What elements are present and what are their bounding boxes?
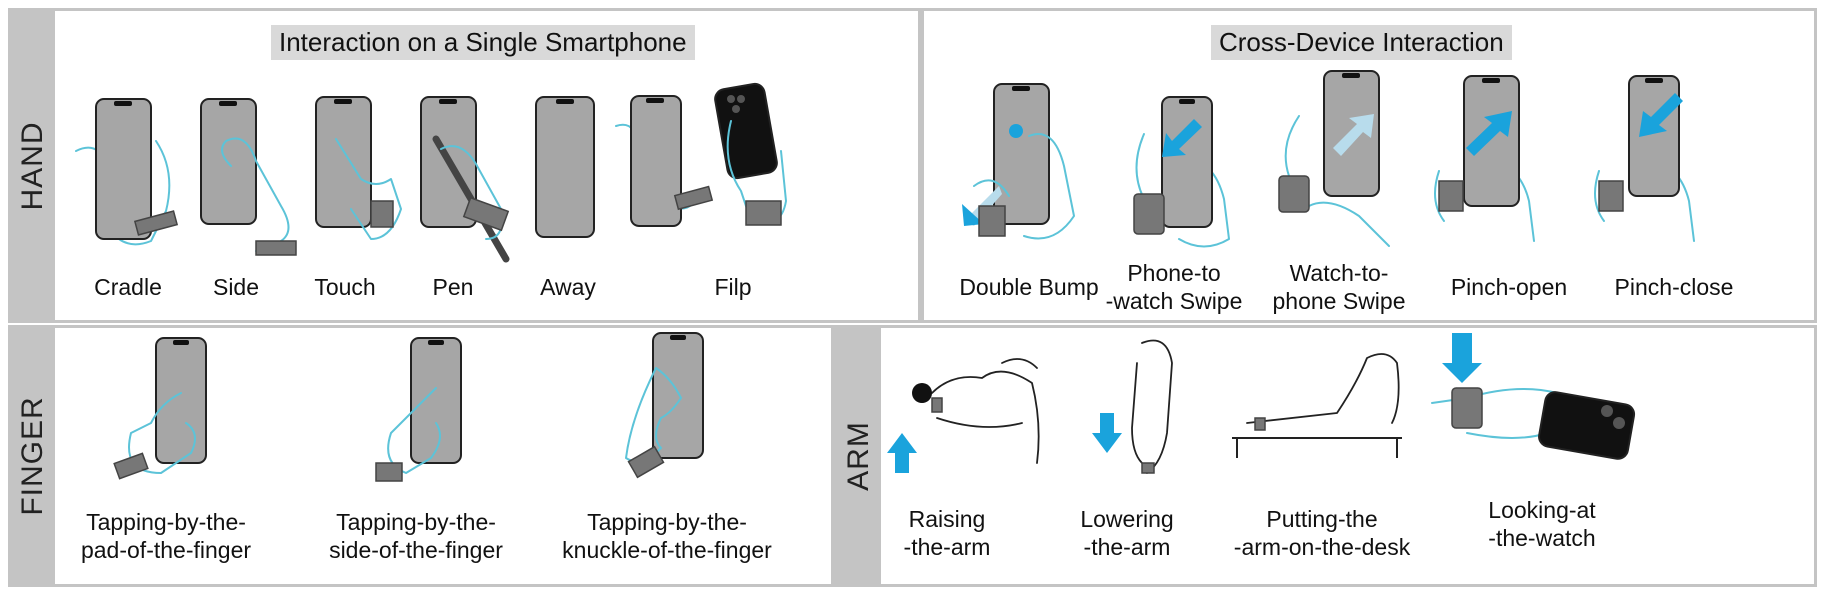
flip-illustration bbox=[615, 82, 787, 227]
tap-pad-illustration bbox=[113, 337, 207, 480]
caption-looking-at-watch: Looking-at -the-watch bbox=[1488, 497, 1596, 551]
caption-phone-to-watch: Phone-to -watch Swipe bbox=[1105, 260, 1243, 314]
caption-arm-on-desk: Putting-the -arm-on-the-desk bbox=[1233, 506, 1411, 560]
pen-illustration bbox=[420, 96, 510, 263]
caption-tap-knuckle: Tapping-by-the- knuckle-of-the-finger bbox=[562, 509, 772, 563]
touch-illustration bbox=[315, 96, 402, 240]
caption-tap-pad: Tapping-by-the- pad-of-the-finger bbox=[80, 509, 252, 563]
arm-label: ARM bbox=[842, 421, 875, 491]
side-illustration bbox=[200, 98, 297, 256]
away-illustration bbox=[535, 96, 595, 238]
watch-to-phone-illustration bbox=[1278, 70, 1390, 247]
caption-raising: Raising -the-arm bbox=[903, 506, 991, 560]
caption-double-bump: Double Bump bbox=[959, 274, 1099, 300]
cross-device-panel: Cross-Device Interaction Double Bump Pho… bbox=[921, 8, 1817, 323]
cross-device-title: Cross-Device Interaction bbox=[1211, 25, 1512, 60]
caption-tap-side: Tapping-by-the- side-of-the-finger bbox=[329, 509, 503, 563]
tap-knuckle-illustration bbox=[625, 332, 704, 479]
hand-sidebar: HAND bbox=[11, 11, 55, 320]
finger-sidebar: FINGER bbox=[11, 328, 55, 584]
caption-lowering: Lowering -the-arm bbox=[1080, 506, 1174, 560]
caption-watch-to-phone: Watch-to- phone Swipe bbox=[1272, 260, 1406, 314]
caption-cradle: Cradle bbox=[94, 274, 162, 300]
hand-label: HAND bbox=[16, 120, 49, 211]
single-smartphone-title: Interaction on a Single Smartphone bbox=[271, 25, 695, 60]
arm-sidebar: ARM bbox=[837, 328, 881, 584]
finger-panel: FINGER Tapping-by-the- pad-of-the-finger… bbox=[8, 325, 834, 587]
lowering-arm-illustration bbox=[1092, 339, 1173, 474]
caption-side: Side bbox=[212, 274, 260, 300]
arm-panel: ARM Raising -the-arm Lowering -the-arm P… bbox=[834, 325, 1817, 587]
double-bump-illustration bbox=[962, 83, 1075, 240]
pinch-close-illustration bbox=[1594, 75, 1695, 242]
tap-side-illustration bbox=[375, 337, 462, 482]
caption-flip: Filp bbox=[714, 274, 752, 300]
cradle-illustration bbox=[75, 98, 179, 246]
caption-away: Away bbox=[540, 274, 596, 300]
finger-label: FINGER bbox=[16, 396, 49, 516]
looking-at-watch-illustration bbox=[1431, 333, 1636, 460]
caption-pinch-open: Pinch-open bbox=[1450, 274, 1568, 300]
phone-to-watch-illustration bbox=[1133, 96, 1230, 248]
caption-pen: Pen bbox=[432, 274, 474, 300]
caption-touch: Touch bbox=[314, 274, 376, 300]
pinch-open-illustration bbox=[1434, 75, 1535, 242]
hand-single-panel: HAND Interaction on a Single Smartphone … bbox=[8, 8, 921, 323]
caption-pinch-close: Pinch-close bbox=[1614, 274, 1734, 300]
arm-on-desk-illustration bbox=[1232, 353, 1402, 458]
raising-arm-illustration bbox=[887, 358, 1040, 473]
